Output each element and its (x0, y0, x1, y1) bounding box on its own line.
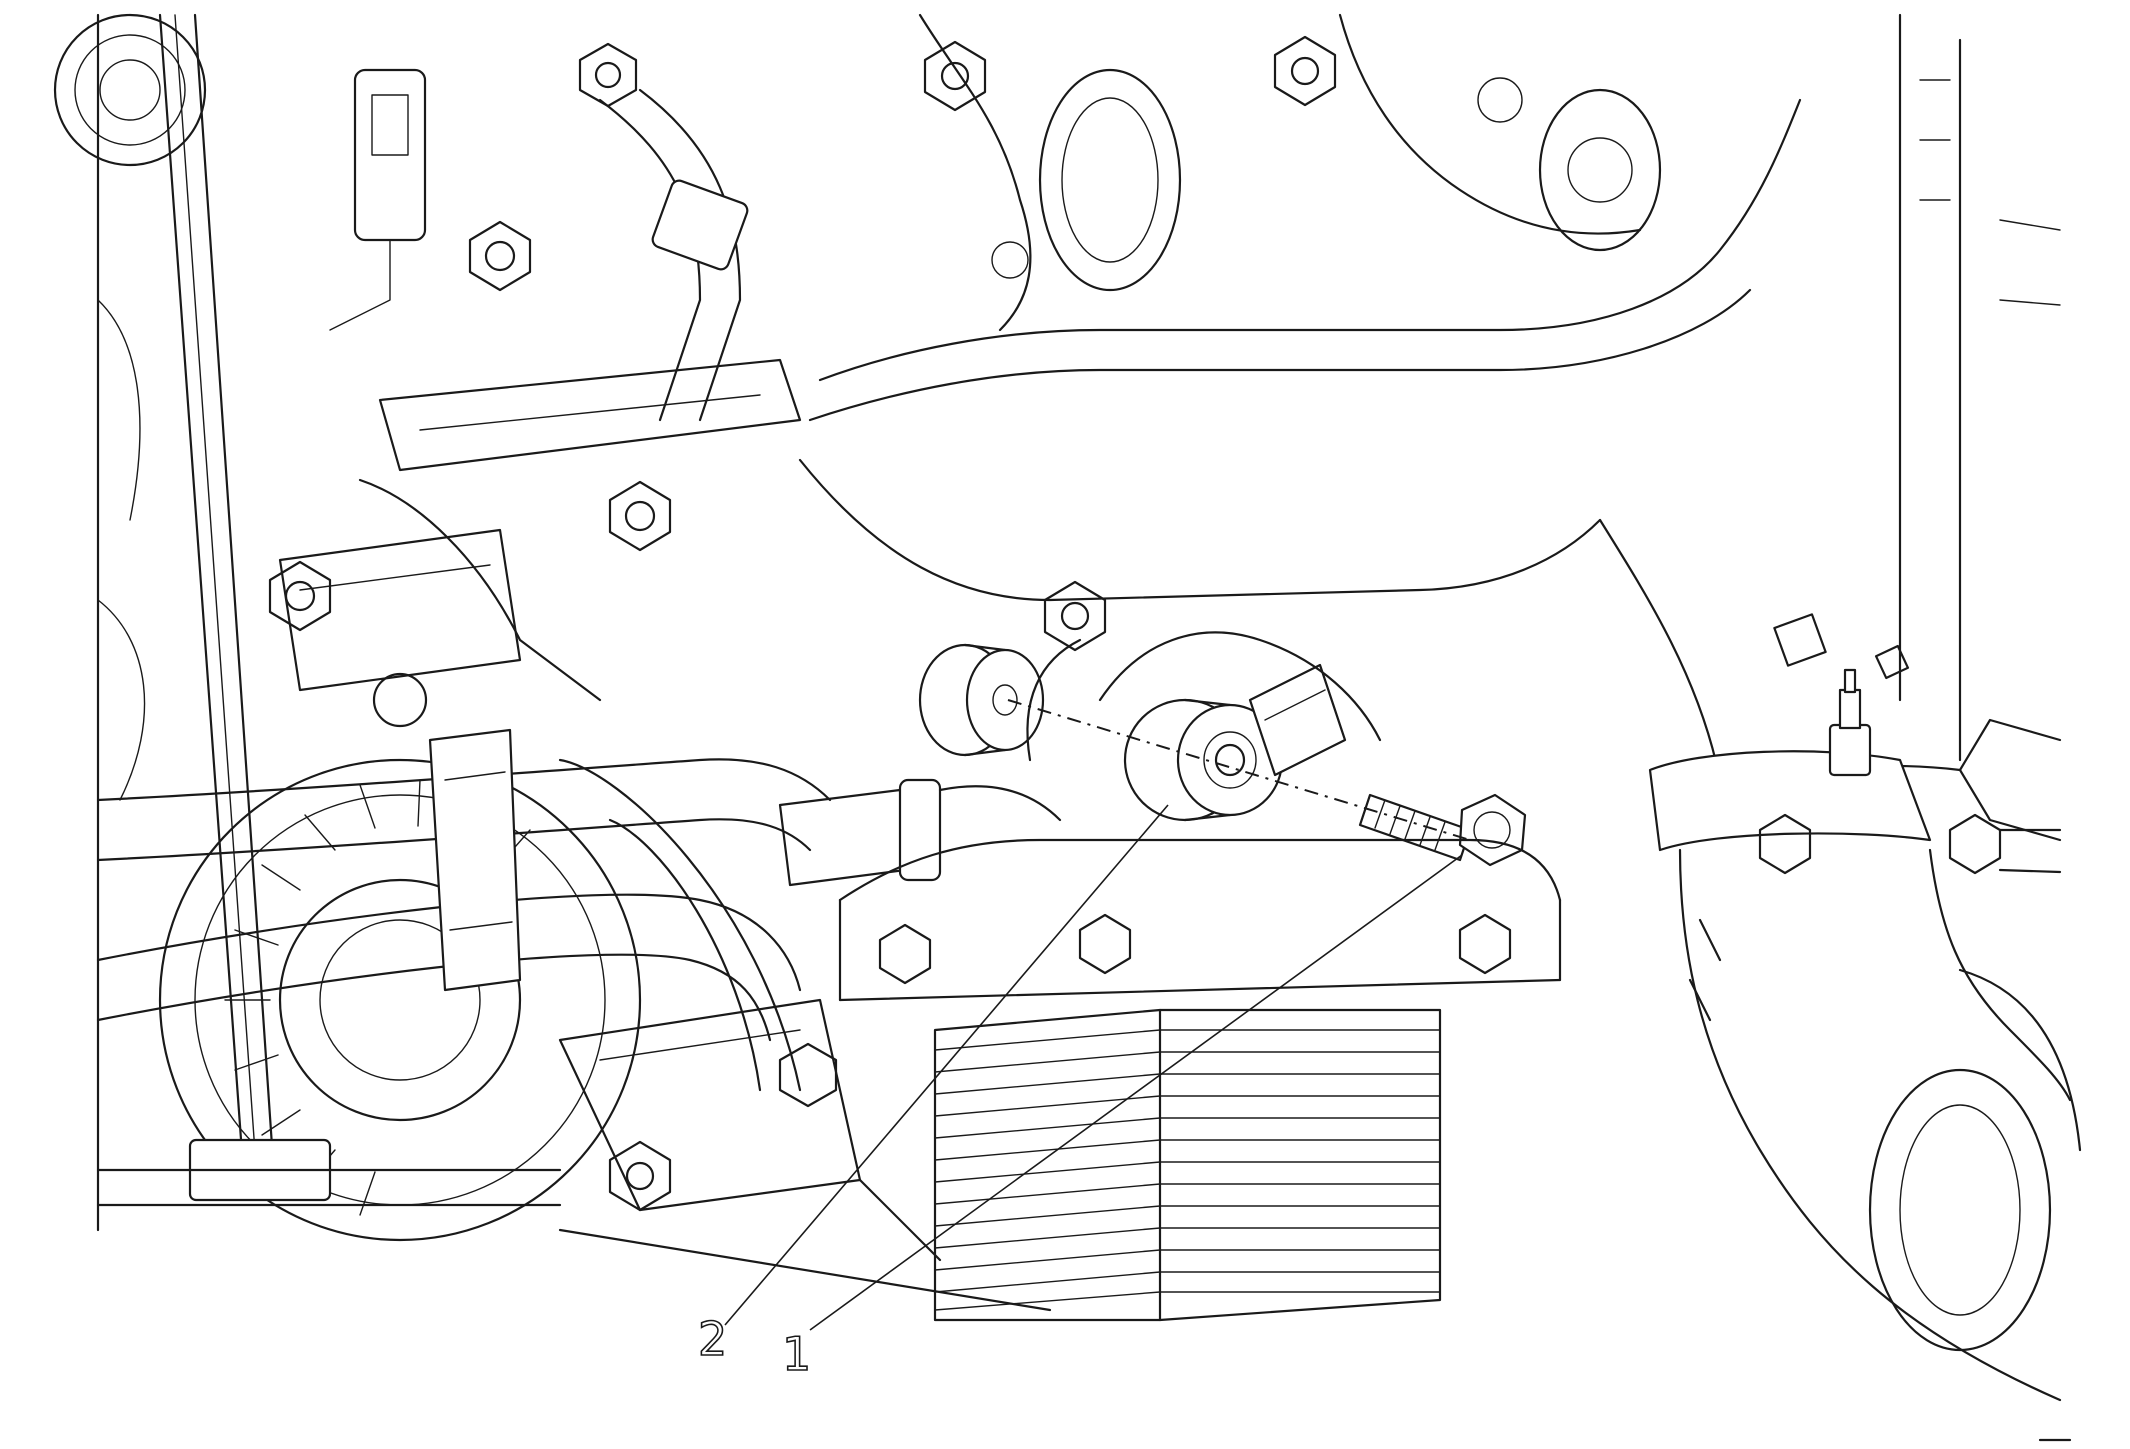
callout-label-2: 2 (698, 1312, 727, 1366)
leader-line-1 (809, 854, 1463, 1331)
exhaust-pipe (1648, 668, 2082, 1442)
leader-line-2 (724, 804, 1169, 1326)
alternator (96, 758, 642, 1242)
oil-cooler (933, 1008, 1442, 1322)
oil-filter-housing (838, 631, 1562, 1002)
bushing-bracket (1248, 663, 1347, 777)
insulator-bushing (1123, 698, 1284, 822)
spacer-loose (918, 643, 1045, 757)
callout-label-1: 1 (782, 1327, 811, 1381)
leader-lines (724, 804, 1463, 1331)
coolant-hoses (96, 672, 1062, 1092)
mounting-bolt (1358, 793, 1527, 867)
lower-bracket (558, 998, 1052, 1312)
accessory-drive-area (53, 13, 802, 1232)
exploded-parts (918, 643, 1527, 867)
oxygen-sensor (1828, 668, 1872, 777)
